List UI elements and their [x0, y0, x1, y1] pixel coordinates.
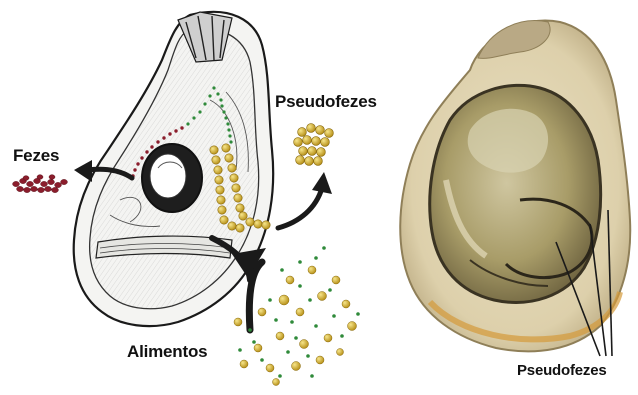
pseudofeces-label-photo: Pseudofezes — [517, 362, 607, 379]
feces-cluster — [13, 175, 68, 193]
pseudofeces-arrow — [278, 188, 322, 228]
pseudofeces-label-drawing: Pseudofezes — [275, 92, 377, 112]
food-label: Alimentos — [127, 342, 207, 362]
pseudofeces-cluster — [294, 124, 334, 166]
oyster-photo — [400, 21, 630, 356]
feces-label: Fezes — [13, 146, 59, 166]
